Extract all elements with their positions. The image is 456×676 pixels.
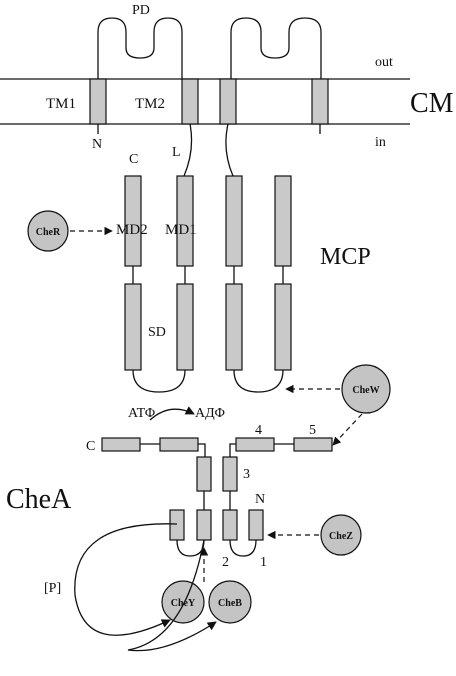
chea-p1-left-a — [169, 509, 185, 541]
tm-helix-3 — [219, 78, 237, 125]
cheb-label: CheB — [218, 598, 242, 609]
tm2-label: TM2 — [135, 96, 165, 112]
mcp-dimer-left: C — [124, 152, 194, 393]
phospho-label: [P] — [44, 581, 61, 596]
in-label: in — [375, 135, 386, 150]
chea-domain-3-right — [222, 456, 238, 492]
chea-domain-left-2 — [159, 437, 199, 452]
chea-domain-5 — [293, 437, 333, 452]
mcp-helix-md1 — [176, 175, 194, 267]
tm1-helix — [89, 78, 107, 125]
phospho-arc-inner — [127, 539, 217, 652]
mcp-c-label: C — [129, 152, 138, 167]
cytoplasmic-membrane — [0, 78, 410, 125]
adp-label: ΑДΦ — [195, 406, 225, 421]
chea-link-4 — [229, 443, 236, 457]
atp-adp-arrow — [149, 406, 195, 421]
mcp-dimer-right — [225, 175, 292, 393]
chea-n-label: N — [255, 492, 265, 507]
mcp-helix-md2 — [124, 175, 142, 267]
l-label: L — [172, 145, 181, 160]
chew-label: CheW — [352, 385, 379, 396]
chey-circle — [161, 580, 205, 624]
out-label: out — [375, 55, 393, 70]
mcp-helix-r1 — [225, 175, 243, 267]
cher-label: CheR — [36, 227, 61, 238]
mcp-sd-helix-right — [176, 283, 194, 371]
chea-domain-3-left — [196, 456, 212, 492]
mcp-right-hairpin — [233, 369, 284, 393]
domain-2-label: 2 — [222, 555, 229, 570]
mcp-sd-helix-r2 — [274, 283, 292, 371]
domain-1-label: 1 — [260, 555, 267, 570]
mcp-sd-helix-left — [124, 283, 142, 371]
chea-c-label: C — [86, 439, 95, 454]
atp-label: ΑΤΦ — [128, 406, 155, 421]
n-label: N — [92, 137, 102, 152]
domain-5-label: 5 — [309, 423, 316, 438]
md1-label: MD1 — [165, 222, 197, 238]
chea-link-2 — [198, 443, 206, 457]
chew-circle — [341, 364, 391, 414]
chew-to-chea-arrow — [332, 413, 363, 446]
chea-structure: C 3 4 5 N 2 1 — [86, 423, 333, 570]
chez-circle — [320, 514, 362, 556]
cher-circle — [27, 210, 69, 252]
chea-title: CheA — [6, 484, 72, 515]
md2-label: MD2 — [116, 222, 148, 238]
phospho-arc-outer — [74, 523, 178, 636]
mcp-left-hairpin — [132, 369, 186, 393]
chea-domain-left-1 — [101, 437, 141, 452]
domain-3-label: 3 — [243, 467, 250, 482]
cm-label: CM — [410, 88, 454, 119]
linker-right — [225, 123, 234, 177]
chea-p1-left-b — [196, 509, 212, 541]
sd-label: SD — [148, 325, 166, 340]
tm2-helix — [181, 78, 199, 125]
tm-helix-4 — [311, 78, 329, 125]
domain-4-label: 4 — [255, 423, 262, 438]
chea-domain-4 — [235, 437, 275, 452]
chea-hairpin-left — [176, 539, 205, 557]
mcp-sd-helix-r1 — [225, 283, 243, 371]
chez-label: CheZ — [329, 531, 353, 542]
mcp-helix-r2 — [274, 175, 292, 267]
pd-loop-right — [230, 17, 322, 79]
pd-label: PD — [132, 3, 150, 18]
mcp-title: MCP — [320, 244, 371, 270]
tm1-label: TM1 — [46, 96, 76, 112]
cheb-circle — [208, 580, 252, 624]
chea-p1-right-b — [248, 509, 264, 541]
pd-loop-left — [97, 17, 183, 79]
linker-left — [183, 123, 193, 177]
chea-hairpin-right — [229, 539, 257, 557]
chea-p1-right-a — [222, 509, 238, 541]
